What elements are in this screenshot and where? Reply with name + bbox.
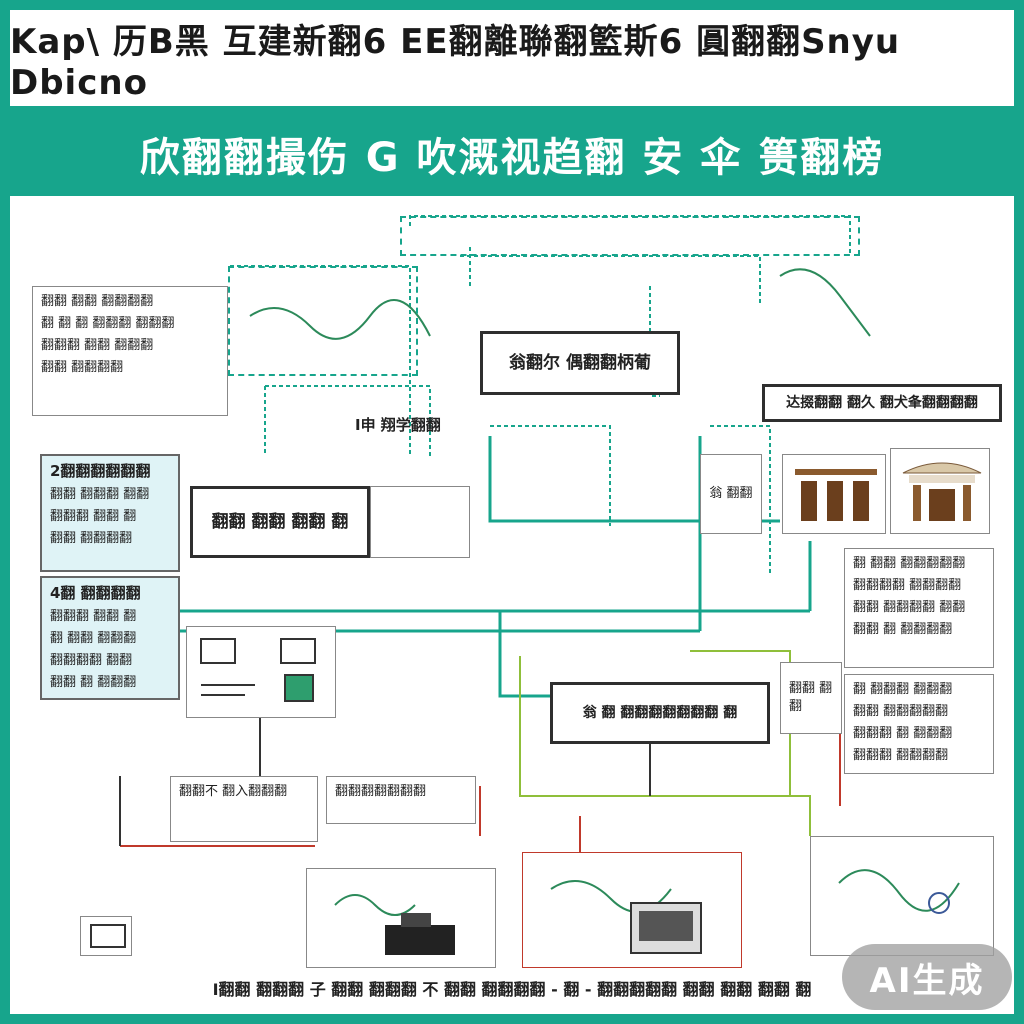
node-label: 达掇翻翻 翻久 翻犬夆翻翻翻翻	[786, 395, 978, 411]
right-note-1: 翻 翻翻 翻翻翻翻翻 翻翻翻翻 翻翻翻翻 翻翻 翻翻翻翻 翻翻 翻翻 翻 翻翻翻…	[844, 548, 994, 668]
node-label: 翁翻尔 偶翻翻柄葡	[509, 353, 651, 373]
building-icon	[795, 469, 877, 521]
node-small-center: 翁 翻翻	[700, 454, 762, 534]
machine-icon	[334, 894, 455, 955]
info-line: 翻翻 翻翻翻 翻翻	[50, 487, 150, 502]
note-line: 翻翻翻 翻翻 翻翻翻	[41, 338, 154, 353]
connector-center	[490, 425, 611, 526]
node-label: 翻翻 翻翻	[789, 681, 833, 714]
connector-right-mid	[710, 425, 771, 576]
flow-center-right	[488, 436, 780, 523]
node-bottom-left-2: 翻翻翻翻翻翻翻	[326, 776, 476, 824]
screen-icon	[90, 924, 126, 948]
connector-mid	[265, 385, 431, 456]
node-center-left-ext	[370, 486, 470, 558]
connector-top-arc	[409, 215, 851, 256]
node-label: 翻翻 翻翻 翻翻 翻	[211, 512, 349, 532]
small-device	[80, 916, 132, 956]
info-head: 4翻 翻翻翻翻	[50, 584, 141, 602]
footer-caption: I翻翻 翻翻翻 子 翻翻 翻翻翻 不 翻翻 翻翻翻翻 - 翻 - 翻翻翻翻翻 翻…	[212, 980, 812, 999]
left-top-note: 翻翻 翻翻 翻翻翻翻 翻 翻 翻 翻翻翻 翻翻翻 翻翻翻 翻翻 翻翻翻 翻翻 翻…	[32, 286, 228, 416]
note-line: 翻翻 翻翻 翻翻翻翻	[41, 294, 154, 309]
flow-lower-right	[690, 650, 791, 796]
right-note-2: 翻 翻翻翻 翻翻翻 翻翻 翻翻翻翻翻 翻翻翻 翻 翻翻翻 翻翻翻 翻翻翻翻	[844, 674, 994, 774]
note-line: 翻翻 翻 翻翻翻翻	[853, 622, 953, 637]
info-line: 翻翻翻 翻翻 翻	[50, 609, 137, 624]
node-label: 翻翻不 翻入翻翻翻	[179, 784, 288, 799]
subtitle-band: 欣翻翻撮伤 G 吹溉视趋翻 安 伞 篑翻榜	[10, 112, 1014, 196]
node-right-head: 达掇翻翻 翻久 翻犬夆翻翻翻翻	[762, 384, 1002, 422]
terminal-panel	[522, 852, 742, 968]
note-line: 翻翻 翻翻翻翻 翻翻	[853, 600, 966, 615]
node-right-small: 翻翻 翻翻	[780, 662, 842, 734]
diagram-canvas: 翻翻 翻翻 翻翻翻翻 翻 翻 翻 翻翻翻 翻翻翻 翻翻翻 翻翻 翻翻翻 翻翻 翻…	[10, 196, 1014, 1014]
note-line: 翻 翻翻翻 翻翻翻	[853, 682, 953, 697]
node-top-center: 翁翻尔 偶翻翻柄葡	[480, 331, 680, 395]
group-frame-left	[228, 266, 418, 376]
ai-generated-badge: AI生成	[842, 944, 1012, 1010]
building-image-2	[890, 448, 990, 534]
temple-icon	[902, 462, 982, 521]
building-image-1	[782, 454, 886, 534]
info-line: 翻翻 翻翻翻翻	[50, 531, 133, 546]
mid-label: I申 翔学翻翻	[355, 416, 441, 434]
note-line: 翻翻翻 翻翻翻翻	[853, 748, 949, 763]
note-line: 翻翻翻翻 翻翻翻翻	[853, 578, 962, 593]
right-image-panel	[810, 836, 994, 956]
diagram-title: Kap\ 历B黑 互建新翻6 EE翻離聯翻籃斯6 圓翻翻Snyu Dbicno	[10, 21, 901, 103]
info-line: 翻翻翻翻 翻翻	[50, 653, 133, 668]
flow-branch-left	[498, 611, 550, 698]
note-line: 翻翻翻 翻 翻翻翻	[853, 726, 953, 741]
left-info-box-2: 4翻 翻翻翻翻 翻翻翻 翻翻 翻 翻 翻翻 翻翻翻 翻翻翻翻 翻翻 翻翻 翻 翻…	[40, 576, 180, 700]
diagram-subtitle: 欣翻翻撮伤 G 吹溉视趋翻 安 伞 篑翻榜	[139, 135, 885, 181]
device-icon	[200, 638, 316, 702]
node-bottom-left-1: 翻翻不 翻入翻翻翻	[170, 776, 318, 842]
group-frame-top	[400, 216, 860, 256]
info-line: 翻翻翻 翻翻 翻	[50, 509, 137, 524]
node-center-left: 翻翻 翻翻 翻翻 翻	[190, 486, 370, 558]
connector-top-right	[460, 255, 761, 306]
scribble-icon	[838, 869, 960, 914]
left-info-box-1: 2翻翻翻翻翻翻 翻翻 翻翻翻 翻翻 翻翻翻 翻翻 翻 翻翻 翻翻翻翻	[40, 454, 180, 572]
title-bar: Kap\ 历B黑 互建新翻6 EE翻離聯翻籃斯6 圓翻翻Snyu Dbicno	[10, 10, 1014, 112]
note-line: 翻 翻 翻 翻翻翻 翻翻翻	[41, 316, 175, 331]
node-label: 翁 翻翻	[709, 486, 753, 501]
machine-panel	[306, 868, 496, 968]
connector-top-center	[649, 286, 660, 397]
badge-label: AI生成	[869, 960, 985, 1001]
node-center-bottom: 翁 翻 翻翻翻翻翻翻翻 翻	[550, 682, 770, 744]
device-panel	[186, 626, 336, 718]
note-line: 翻 翻翻 翻翻翻翻翻	[853, 556, 966, 571]
note-line: 翻翻 翻翻翻翻翻	[853, 704, 949, 719]
terminal-icon	[550, 880, 702, 954]
note-line: 翻翻 翻翻翻翻	[41, 360, 124, 375]
info-line: 翻翻 翻 翻翻翻	[50, 675, 137, 690]
node-label: 翁 翻 翻翻翻翻翻翻翻 翻	[582, 705, 738, 721]
node-label: 翻翻翻翻翻翻翻	[335, 784, 427, 799]
flow-lower	[519, 656, 811, 836]
info-head: 2翻翻翻翻翻翻	[50, 462, 151, 480]
info-line: 翻 翻翻 翻翻翻	[50, 631, 137, 646]
